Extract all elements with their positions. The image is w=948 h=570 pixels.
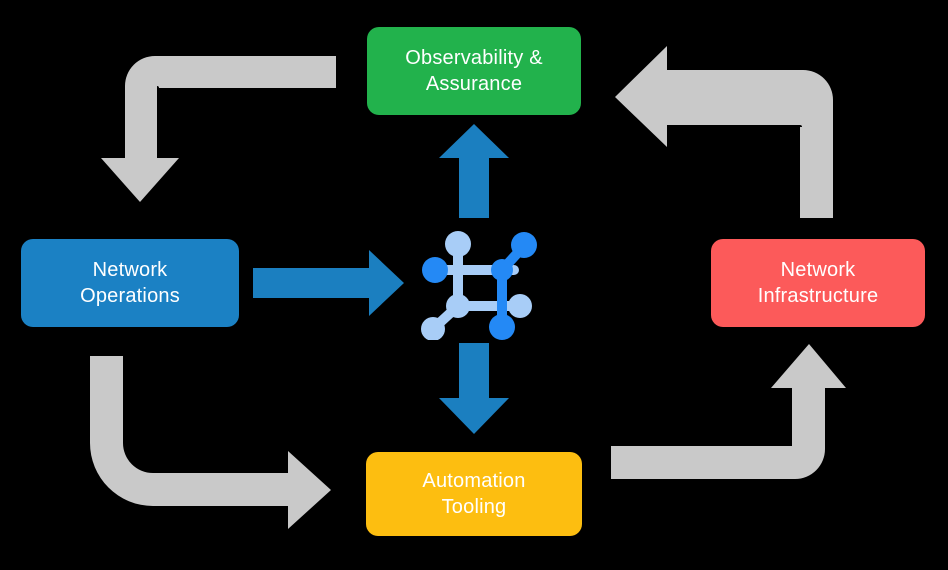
loop-arrow-observability-to-operations <box>101 56 336 202</box>
node-label-observability-assurance: Observability & Assurance <box>405 46 543 95</box>
node-network-infrastructure[interactable]: Network Infrastructure <box>711 239 925 327</box>
loop-arrow-operations-to-automation <box>90 356 331 529</box>
node-network-operations[interactable]: Network Operations <box>21 239 239 327</box>
arrow-operations-to-center <box>253 250 404 316</box>
node-label-automation-tooling: Automation Tooling <box>422 469 526 518</box>
loop-arrow-automation-to-infrastructure <box>611 344 846 479</box>
node-automation-tooling[interactable]: Automation Tooling <box>366 452 582 536</box>
arrow-center-to-observability <box>439 124 509 218</box>
loop-arrow-infrastructure-to-observability <box>615 46 833 218</box>
node-label-network-infrastructure: Network Infrastructure <box>757 258 879 307</box>
arrow-center-to-automation <box>439 343 509 434</box>
node-observability-assurance[interactable]: Observability & Assurance <box>367 27 581 115</box>
network-topology-icon <box>421 231 537 340</box>
node-label-network-operations: Network Operations <box>80 258 180 307</box>
